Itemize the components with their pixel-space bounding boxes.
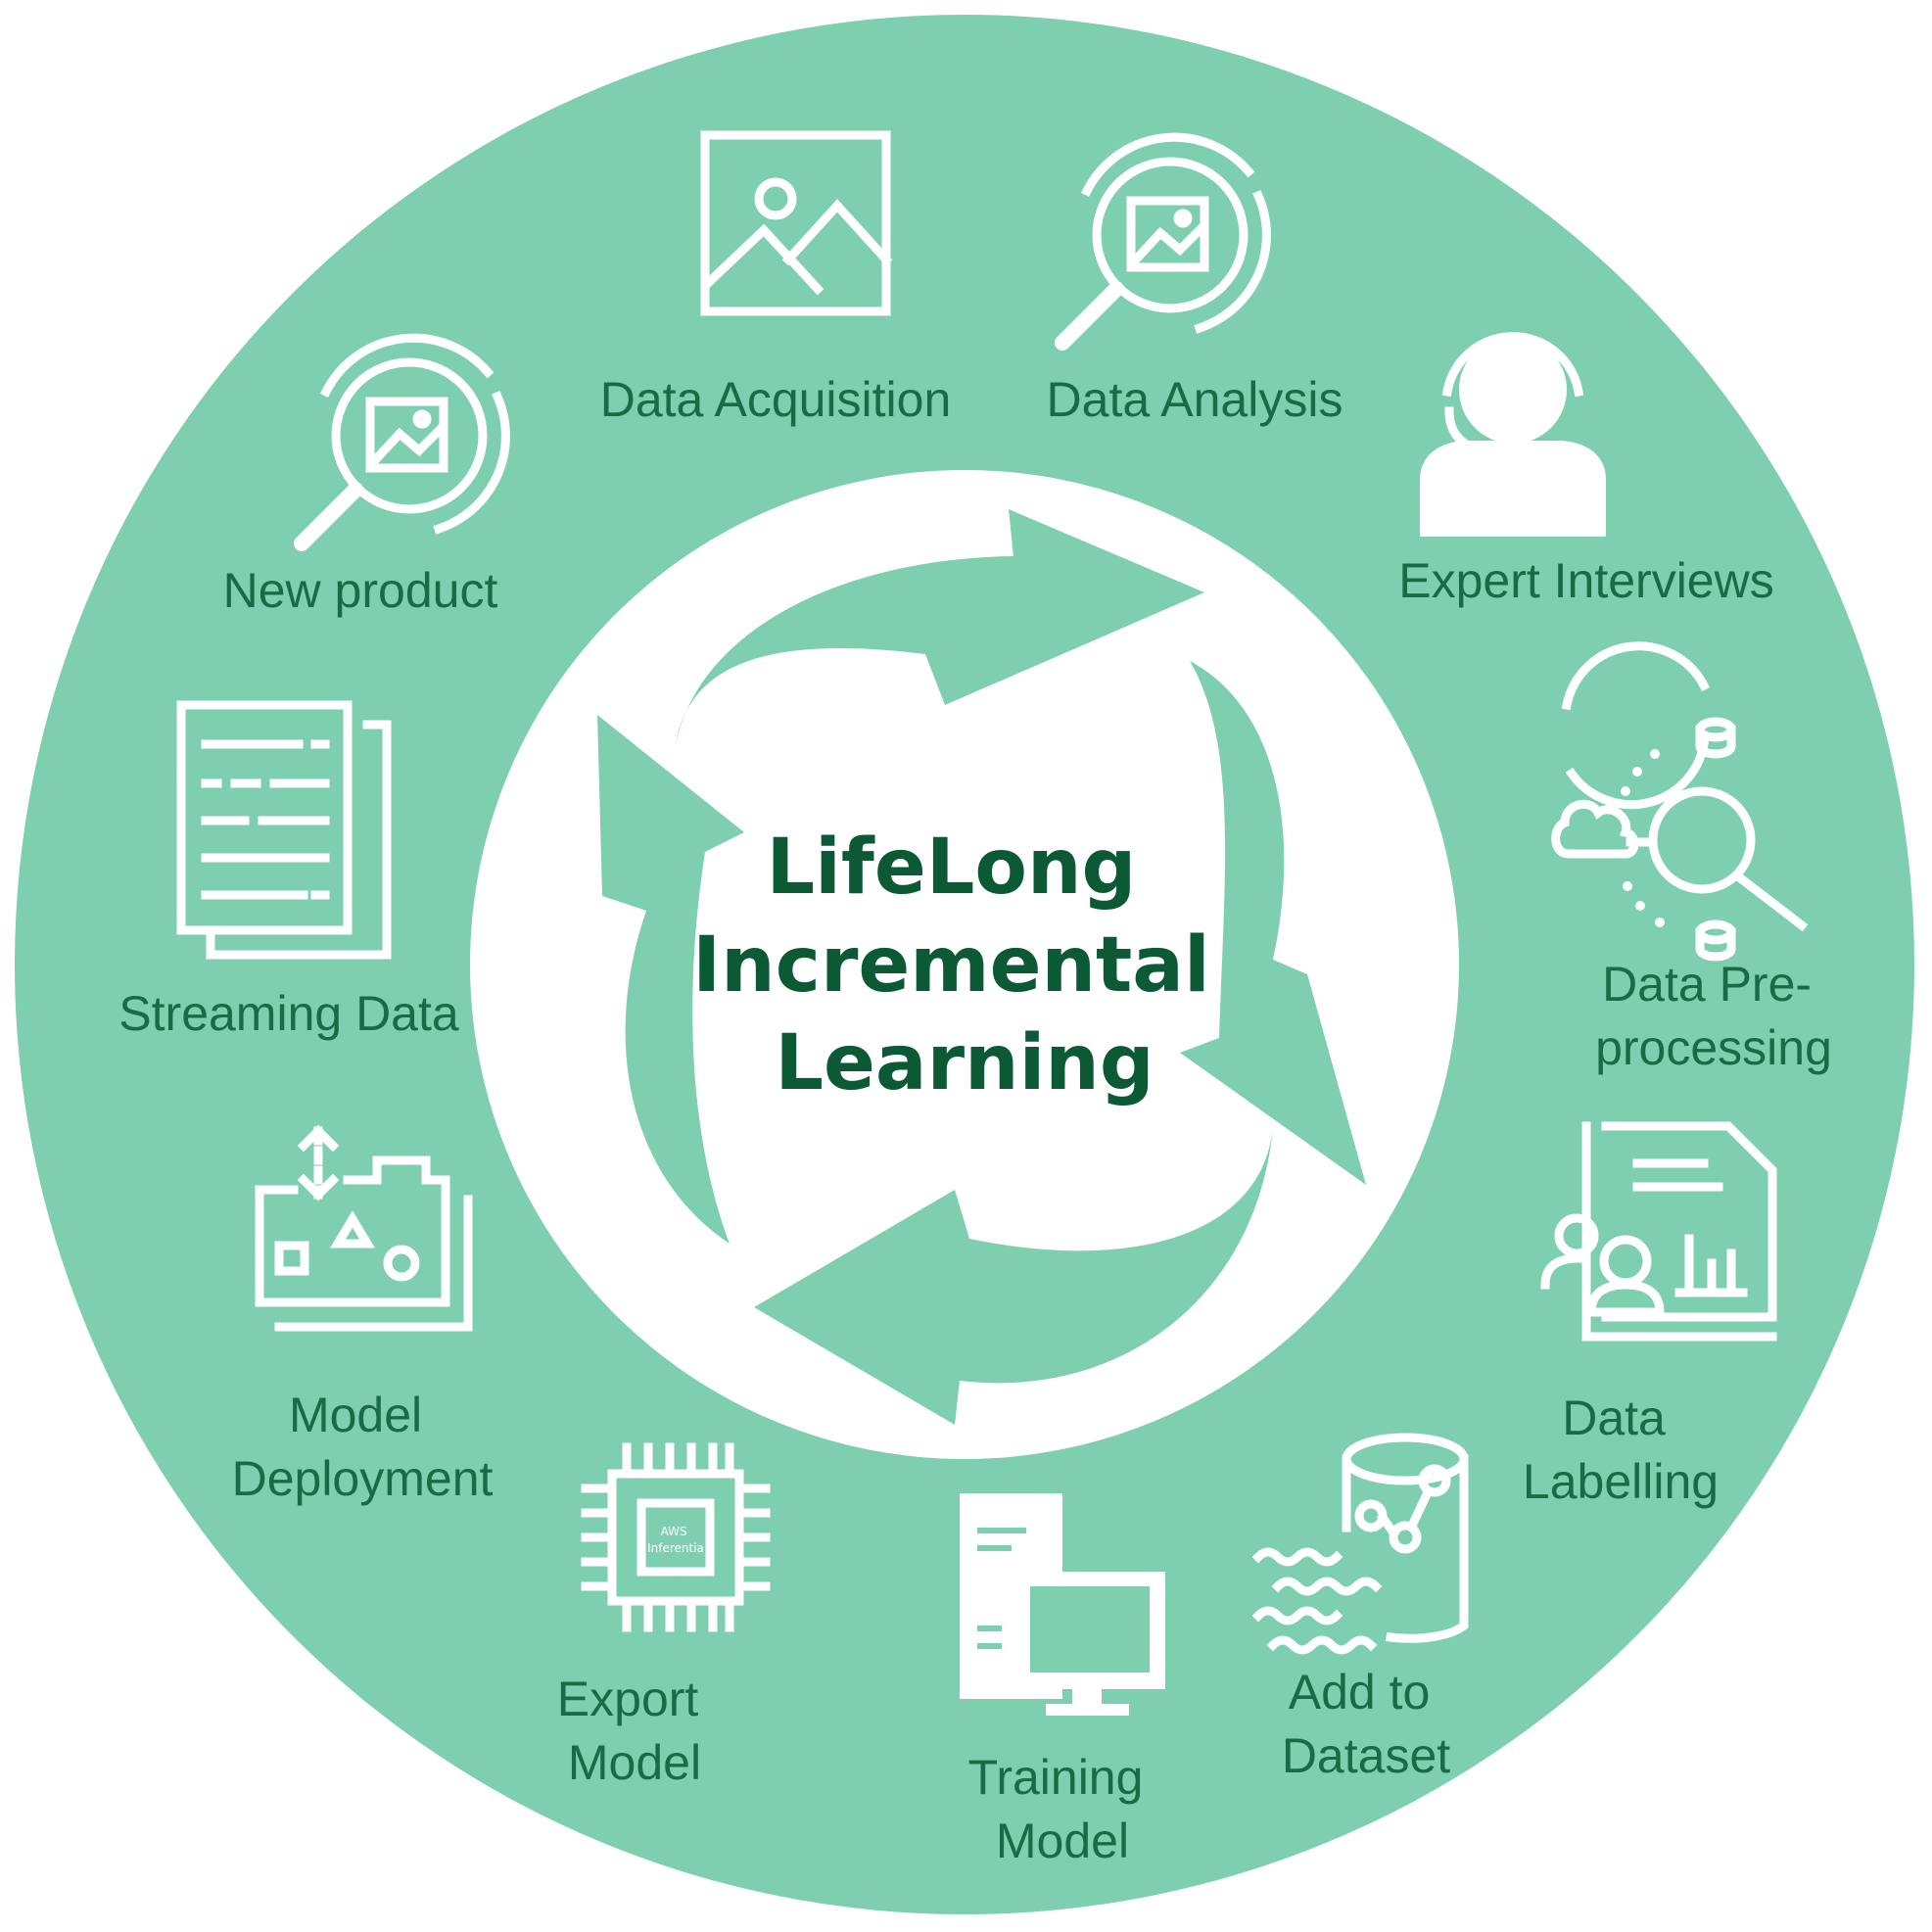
label-line: Training [968,1750,1144,1805]
computer-server-icon [960,1493,1165,1716]
headset-person-icon [1420,332,1606,537]
label-model-deployment: Model Deployment [232,1388,494,1506]
label-line: Export [557,1672,699,1726]
label-line: Dataset [1282,1728,1450,1783]
label-line: Deployment [232,1451,494,1506]
title-line: Learning [775,1019,1154,1107]
label-line: Model [289,1388,422,1442]
cloud-search-database-icon [1551,641,1809,962]
label-line: Add to [1289,1665,1431,1720]
label-streaming-data: Streaming Data [118,986,459,1041]
label-training-model: Training Model [968,1750,1157,1868]
label-data-labelling: Data Labelling [1523,1390,1719,1509]
chip-text-line: AWS [661,1525,687,1538]
deploy-shapes-icon [255,1124,473,1332]
title-line: Incremental [692,921,1210,1010]
label-line: Streaming Data [118,986,459,1041]
magnifier-image-icon [294,333,510,551]
label-data-preprocessing: Data Pre- processing [1595,957,1832,1075]
label-export-model: Export Model [557,1672,712,1790]
label-line: Data [1562,1390,1666,1445]
label-line: Data Acquisition [600,372,952,427]
chip-text: AWS Inferentia [647,1525,704,1555]
label-add-to-dataset: Add to Dataset [1282,1665,1450,1783]
label-line: processing [1595,1020,1832,1075]
label-line: Model [996,1814,1129,1868]
magnifier-image-icon [1055,132,1271,351]
cycle-arrow-right [1180,661,1366,1185]
title-line: LifeLong [766,824,1136,912]
label-line: Data Analysis [1047,372,1343,427]
label-data-acquisition: Data Acquisition [600,372,952,427]
label-line: Model [568,1735,701,1790]
label-new-product: New product [223,563,498,618]
label-line: Labelling [1523,1454,1719,1509]
chip-icon: AWS Inferentia [581,1442,771,1632]
documents-icon [176,700,392,960]
label-line: Data Pre- [1602,957,1812,1012]
label-data-analysis: Data Analysis [1047,372,1343,427]
label-expert-interviews: Expert Interviews [1398,553,1773,608]
center-title: LifeLong Incremental Learning [692,824,1237,1107]
label-line: New product [223,563,498,618]
chip-text-line: Inferentia [647,1541,704,1555]
database-waves-icon [1251,1433,1469,1655]
document-chart-users-icon [1540,1121,1777,1342]
image-icon [700,130,893,316]
cycle-arrow-bottom [754,1126,1273,1425]
cycle-arrow-top [676,509,1204,744]
cycle-arrows [597,509,1366,1425]
cycle-arrow-left [597,715,744,1244]
label-line: Expert Interviews [1398,553,1773,608]
